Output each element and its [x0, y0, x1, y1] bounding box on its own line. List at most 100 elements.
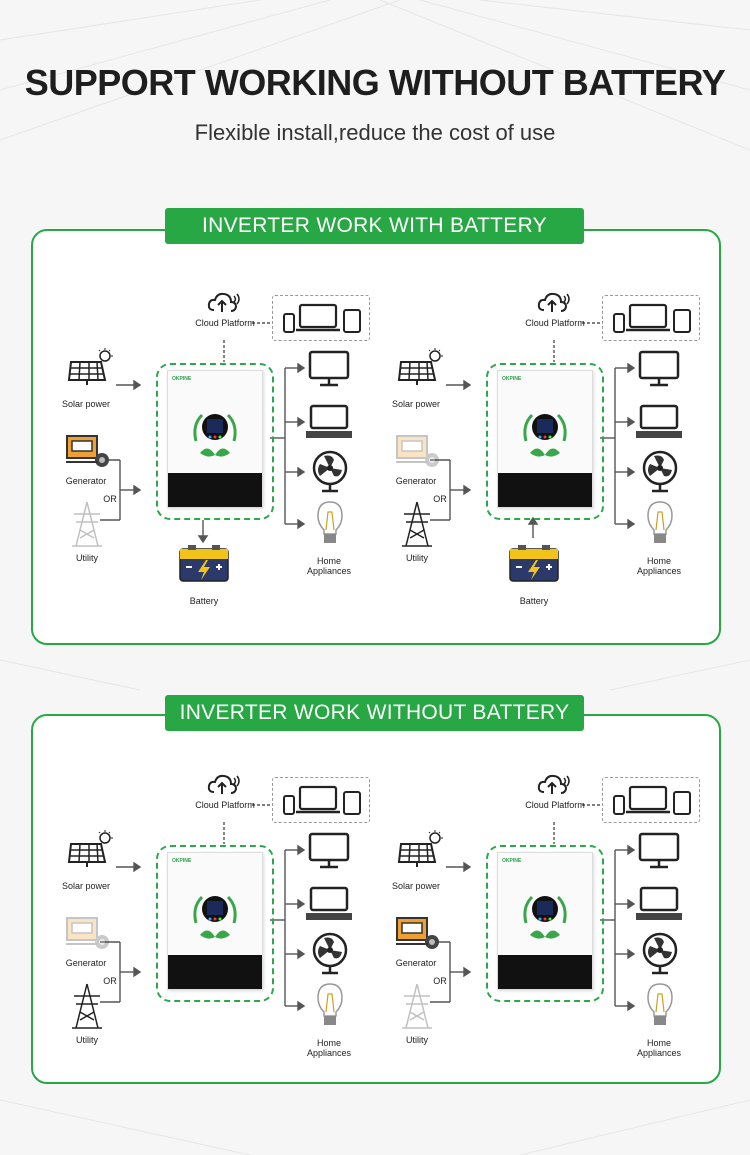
laptop-icon	[636, 404, 682, 438]
section-with-battery	[31, 229, 721, 645]
inverter-screen-icon	[193, 413, 237, 457]
generator-icon	[396, 917, 439, 949]
solar-power-label: Solar power	[391, 881, 441, 891]
generator-label: Generator	[395, 476, 437, 486]
inverter-frame	[156, 845, 274, 1002]
solar-panel-icon	[67, 348, 113, 385]
devices-box	[602, 295, 700, 341]
diagram-discharge: Cloud Platform Solar power Generator OR …	[370, 288, 710, 608]
or-label: OR	[103, 494, 117, 504]
generator-label: Generator	[395, 958, 437, 968]
inverter-logo: OKPINE	[502, 376, 522, 382]
solar-power-label: Solar power	[391, 399, 441, 409]
light-bulb-icon	[647, 983, 673, 1025]
or-label: OR	[103, 976, 117, 986]
diagram-no-battery-generator: Cloud Platform Solar power Generator OR …	[370, 770, 710, 1090]
generator-icon	[66, 917, 109, 949]
fan-icon	[642, 932, 678, 975]
cloud-icon	[207, 774, 240, 794]
fan-icon	[312, 450, 348, 493]
solar-panel-icon	[397, 348, 443, 385]
utility-label: Utility	[406, 1035, 428, 1045]
battery-label: Battery	[189, 596, 219, 606]
laptop-icon	[306, 886, 352, 920]
utility-tower-icon	[72, 501, 102, 547]
inverter-base-panel	[168, 473, 262, 507]
cloud-platform-label: Cloud Platform	[195, 800, 255, 810]
devices-icon	[613, 303, 691, 333]
inverter-screen-icon	[523, 895, 567, 939]
inverter-base-panel	[498, 473, 592, 507]
inverter-logo: OKPINE	[502, 858, 522, 864]
laptop-icon	[306, 404, 352, 438]
inverter-screen-icon	[523, 413, 567, 457]
devices-box	[272, 295, 370, 341]
monitor-icon	[638, 350, 680, 387]
inverter-unit: OKPINE	[497, 370, 593, 508]
inverter-frame	[486, 363, 604, 520]
light-bulb-icon	[317, 501, 343, 543]
inverter-frame	[156, 363, 274, 520]
solar-power-label: Solar power	[61, 399, 111, 409]
cloud-icon	[207, 292, 240, 312]
solar-panel-icon	[397, 830, 443, 867]
generator-label: Generator	[65, 958, 107, 968]
diagram-charge: Cloud Platform Solar power Generator OR …	[40, 288, 380, 608]
inverter-frame	[486, 845, 604, 1002]
devices-icon	[283, 785, 361, 815]
monitor-icon	[308, 350, 350, 387]
battery-icon	[509, 545, 559, 582]
connection-lines	[430, 804, 636, 1012]
or-label: OR	[433, 494, 447, 504]
page-subtitle: Flexible install,reduce the cost of use	[194, 120, 556, 145]
light-bulb-icon	[317, 983, 343, 1025]
light-bulb-icon	[647, 501, 673, 543]
battery-icon	[179, 545, 229, 582]
devices-box	[602, 777, 700, 823]
inverter-logo: OKPINE	[172, 858, 192, 864]
devices-icon	[613, 785, 691, 815]
inverter-screen-icon	[193, 895, 237, 939]
utility-label: Utility	[76, 553, 98, 563]
inverter-unit: OKPINE	[497, 852, 593, 990]
fan-icon	[642, 450, 678, 493]
inverter-unit: OKPINE	[167, 852, 263, 990]
cloud-platform-label: Cloud Platform	[525, 318, 585, 328]
generator-label: Generator	[65, 476, 107, 486]
utility-label: Utility	[406, 553, 428, 563]
section-heading-with-battery: INVERTER WORK WITH BATTERY	[165, 208, 584, 244]
devices-box	[272, 777, 370, 823]
or-label: OR	[433, 976, 447, 986]
laptop-icon	[636, 886, 682, 920]
cloud-platform-label: Cloud Platform	[195, 318, 255, 328]
connection-lines	[430, 322, 636, 538]
fan-icon	[312, 932, 348, 975]
cloud-platform-label: Cloud Platform	[525, 800, 585, 810]
diagram-no-battery-grid: Cloud Platform Solar power Generator OR …	[40, 770, 380, 1090]
cloud-icon	[537, 292, 570, 312]
page-title: SUPPORT WORKING WITHOUT BATTERY	[24, 62, 726, 103]
utility-tower-icon	[72, 983, 102, 1029]
devices-icon	[283, 303, 361, 333]
inverter-base-panel	[168, 955, 262, 989]
inverter-unit: OKPINE	[167, 370, 263, 508]
utility-tower-icon	[402, 501, 432, 547]
solar-panel-icon	[67, 830, 113, 867]
section-heading-without-battery: INVERTER WORK WITHOUT BATTERY	[165, 695, 584, 731]
monitor-icon	[638, 832, 680, 869]
inverter-logo: OKPINE	[172, 376, 192, 382]
battery-label: Battery	[519, 596, 549, 606]
generator-icon	[66, 435, 109, 467]
generator-icon	[396, 435, 439, 467]
utility-tower-icon	[402, 983, 432, 1029]
inverter-base-panel	[498, 955, 592, 989]
utility-label: Utility	[76, 1035, 98, 1045]
monitor-icon	[308, 832, 350, 869]
connection-lines	[100, 804, 306, 1012]
solar-power-label: Solar power	[61, 881, 111, 891]
cloud-icon	[537, 774, 570, 794]
